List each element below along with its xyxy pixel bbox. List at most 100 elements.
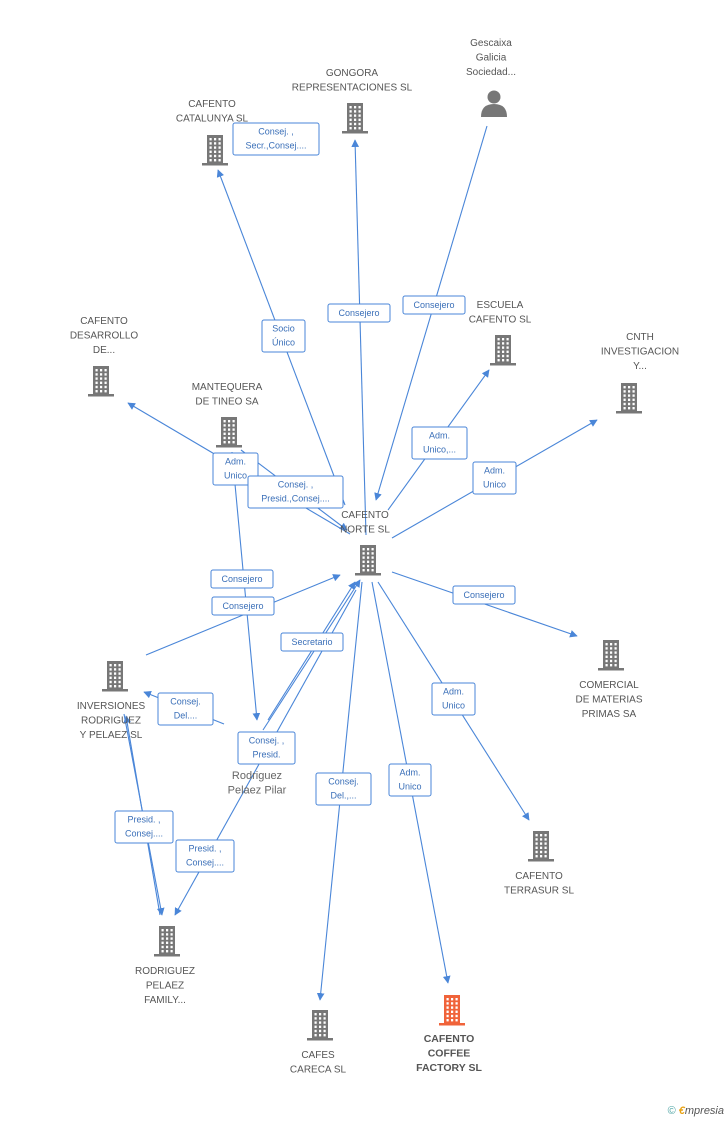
- edge-label-text: Consejero: [222, 601, 263, 611]
- edge-label-box: [327, 303, 391, 323]
- node-gescaixa[interactable]: GescaixaGaliciaSociedad...: [466, 38, 516, 117]
- node-label-line: REPRESENTACIONES SL: [292, 83, 413, 94]
- edge-label-consejero1[interactable]: Consejero: [210, 569, 274, 589]
- edge-label-box: [211, 596, 275, 616]
- edge-label-box: [431, 682, 476, 716]
- edge-label-desarrollo[interactable]: Adm.Unico: [212, 452, 259, 486]
- node-label-line: Pelaez Pilar: [228, 785, 287, 797]
- building-icon: [342, 103, 368, 134]
- edge-label-escuela[interactable]: Adm. Unico,...: [411, 426, 468, 460]
- building-icon: [355, 545, 381, 576]
- edge-label-text: Del....: [174, 711, 198, 721]
- node-label-line: PRIMAS SA: [582, 709, 637, 720]
- building-icon: [202, 135, 228, 166]
- edge-label-box: [402, 295, 466, 315]
- node-careca[interactable]: CAFES CARECA SL: [290, 1010, 347, 1076]
- edge-label-text: Secretario: [291, 637, 332, 647]
- edge-label-consejero2[interactable]: Consejero: [211, 596, 275, 616]
- node-label-line: MANTEQUERA: [192, 382, 263, 393]
- edge-label-box: [157, 692, 214, 726]
- brand-name: mpresia: [684, 1105, 724, 1117]
- node-label-line: GONGORA: [326, 68, 379, 79]
- edge-label-cnth[interactable]: Adm.Unico: [472, 461, 517, 495]
- node-family[interactable]: RODRIGUEZPELAEZFAMILY...: [135, 926, 195, 1006]
- node-label-line: CARECA SL: [290, 1065, 347, 1076]
- edge-label-text: Consej....: [186, 858, 224, 868]
- person-icon: [481, 90, 507, 117]
- node-catalunya[interactable]: CAFENTO CATALUNYA SL: [176, 99, 249, 166]
- edge-label-careca[interactable]: Consej.Del.,...: [315, 772, 372, 806]
- edge-label-box: [175, 839, 235, 873]
- edge-label-comercial[interactable]: Consejero: [452, 585, 516, 605]
- edge-label-text: Consejero: [413, 300, 454, 310]
- footer-brand[interactable]: ©€mpresia: [668, 1105, 724, 1117]
- node-label-line: Y...: [633, 361, 647, 372]
- edge-label-text: Adm.: [399, 768, 420, 778]
- node-label-line: NORTE SL: [340, 525, 390, 536]
- edge-label-text: Consej....: [125, 829, 163, 839]
- edge-label-text: Unico,...: [423, 445, 456, 455]
- node-label-line: CAFENTO: [188, 99, 236, 110]
- edge-label-gongora[interactable]: Consejero: [327, 303, 391, 323]
- edge-label-gescaixa[interactable]: Consejero: [402, 295, 466, 315]
- edge-label-box: [212, 452, 259, 486]
- edge-label-terrasur[interactable]: Adm.Unico: [431, 682, 476, 716]
- edge-label-inv[interactable]: Consej.Del....: [157, 692, 214, 726]
- edge-line-gongora: [351, 139, 367, 536]
- edge-label-text: Adm.: [429, 431, 450, 441]
- edge-label-fam1[interactable]: Presid. ,Consej....: [114, 810, 174, 844]
- edge-label-pilar[interactable]: Consej. ,Presid.: [237, 731, 296, 765]
- node-label-line: Y PELAEZ SL: [80, 730, 143, 741]
- node-label-line: DE MATERIAS: [575, 695, 642, 706]
- edge-label-box: [280, 632, 344, 652]
- edge-label-secretario[interactable]: Secretario: [280, 632, 344, 652]
- building-icon: [307, 1010, 333, 1041]
- building-icon: [598, 640, 624, 671]
- node-label-line: RODRIGUEZ: [135, 966, 195, 977]
- edge-label-box: [411, 426, 468, 460]
- edge-label-catalunya[interactable]: Consej. ,Secr.,Consej....: [232, 122, 320, 156]
- building-icon: [528, 831, 554, 862]
- node-label-line: DE...: [93, 345, 115, 356]
- edge-label-text: Unico: [398, 782, 421, 792]
- edge-label-box: [261, 319, 306, 353]
- edge-label-box: [452, 585, 516, 605]
- edge-label-text: Consejero: [463, 590, 504, 600]
- edge-label-text: Presid.,Consej....: [261, 494, 330, 504]
- node-label-line: Rodriguez: [232, 770, 282, 782]
- node-label-line: CATALUNYA SL: [176, 114, 249, 125]
- edge-label-text: Consejero: [338, 308, 379, 318]
- edge-label-box: [210, 569, 274, 589]
- node-desarrollo[interactable]: CAFENTODESARROLLODE...: [70, 316, 139, 397]
- node-label-line: TERRASUR SL: [504, 886, 574, 897]
- building-icon: [216, 417, 242, 448]
- edge-label-text: Consejero: [221, 574, 262, 584]
- edge-label-text: Del.,...: [330, 791, 356, 801]
- node-gongora[interactable]: GONGORA REPRESENTACIONES SL: [292, 68, 413, 134]
- brand-logo-letter: €: [678, 1105, 685, 1117]
- edge-label-fam2[interactable]: Presid. ,Consej....: [175, 839, 235, 873]
- edge-label-box: [114, 810, 174, 844]
- edge-label-mantequera[interactable]: Consej. ,Presid.,Consej....: [247, 475, 344, 509]
- node-cnth[interactable]: CNTHINVESTIGACIONY...: [601, 332, 679, 414]
- edge-label-text: Consej. ,: [258, 127, 294, 137]
- node-label-line: CAFES: [301, 1050, 335, 1061]
- edge-label-box: [247, 475, 344, 509]
- edge-label-box: [232, 122, 320, 156]
- node-label-line: Galicia: [476, 53, 507, 64]
- building-icon: [490, 335, 516, 366]
- edge-label-text: Socio: [272, 324, 295, 334]
- edge-label-coffee[interactable]: Adm. Unico: [388, 763, 432, 797]
- edge-label-text: Unico: [483, 480, 506, 490]
